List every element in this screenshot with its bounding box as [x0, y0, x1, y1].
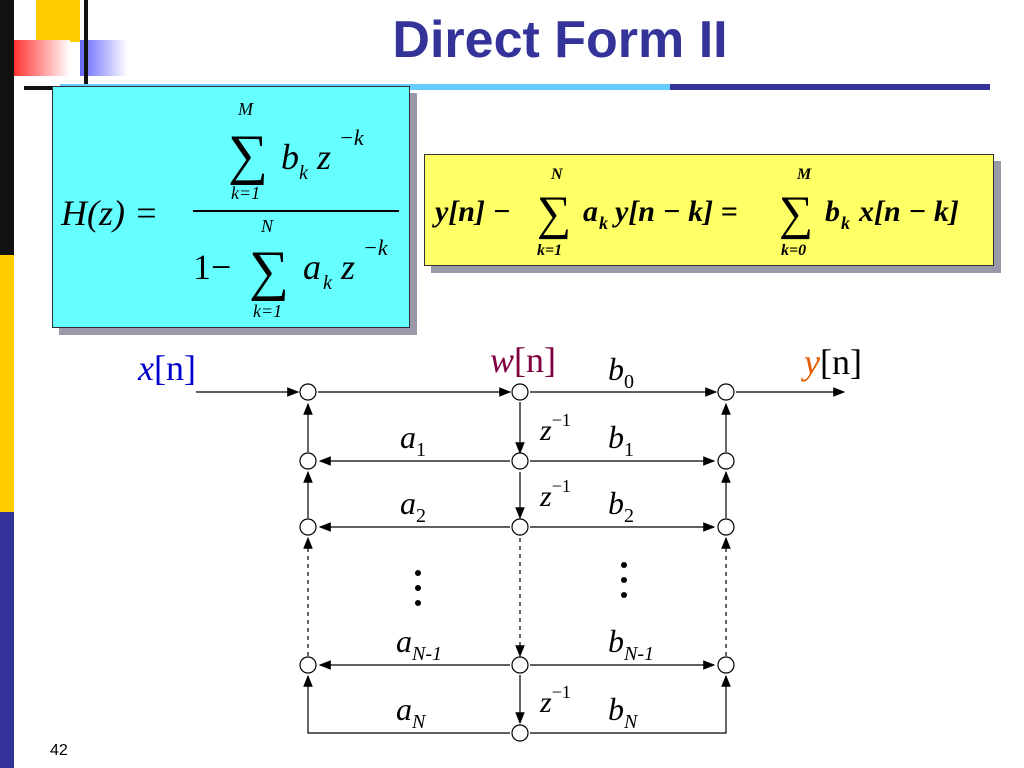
- delay-label-1: z−1: [539, 410, 571, 447]
- difference-equation-formula: y[n] − N ∑ k=1 a k y[n − k] = M ∑ k=0 b …: [432, 166, 959, 259]
- coef-a2: a2: [400, 485, 426, 527]
- node-mid-N: [511, 724, 529, 742]
- de-sum2-upper: M: [796, 166, 812, 183]
- tf-den-exp: −k: [363, 235, 389, 260]
- node-left-1: [299, 452, 317, 470]
- de-part3: x[n − k]: [858, 195, 959, 228]
- de-sum1-upper: N: [550, 166, 564, 183]
- tf-num-sigma: ∑: [228, 124, 268, 186]
- side-bar-blue: [0, 512, 14, 768]
- tf-den-lower: k=1: [253, 301, 282, 321]
- de-sum2-sigma: ∑: [779, 187, 813, 240]
- tf-num-exp: −k: [339, 125, 365, 150]
- title-rule-dark: [670, 84, 990, 90]
- tf-num-term: b: [281, 137, 299, 177]
- de-term1-sub: k: [599, 213, 608, 233]
- tf-den-prefix: 1−: [193, 247, 231, 287]
- node-mid-2: [511, 518, 529, 536]
- de-sum2-lower: k=0: [781, 242, 806, 259]
- coef-aN1: aN-1: [396, 623, 442, 665]
- tf-num-sub: k: [299, 162, 309, 184]
- node-right-0: [717, 383, 735, 401]
- ellipsis-dot: [621, 592, 627, 598]
- tf-den-sub: k: [323, 272, 333, 294]
- label-mid-var: w: [490, 340, 514, 380]
- node-right-2: [717, 518, 735, 536]
- slide-title: Direct Form II: [392, 11, 728, 69]
- coef-aN: aN: [396, 691, 427, 733]
- node-left-2: [299, 518, 317, 536]
- tf-den-sigma: ∑: [249, 240, 289, 302]
- node-mid-1: [511, 452, 529, 470]
- ellipsis-dot: [415, 585, 421, 591]
- coef-b0: b0: [608, 351, 634, 393]
- de-sum1-sigma: ∑: [537, 187, 571, 240]
- ellipsis-dot: [415, 570, 421, 576]
- side-bar-black: [0, 0, 14, 255]
- de-part1: y[n] −: [432, 195, 511, 228]
- tf-den-z: z: [340, 247, 355, 287]
- de-sum1-lower: k=1: [537, 242, 562, 259]
- label-mid-idx: [n]: [514, 340, 556, 380]
- ellipsis-dot: [621, 577, 627, 583]
- coef-a1: a1: [400, 419, 426, 461]
- branch-aN: [303, 674, 510, 734]
- node-left-N1: [299, 656, 317, 674]
- label-input-idx: [n]: [154, 348, 196, 388]
- label-output-idx: [n]: [820, 342, 862, 382]
- de-term2: b: [825, 195, 840, 228]
- node-right-1: [717, 452, 735, 470]
- de-part2: y[n − k] =: [612, 195, 738, 228]
- tf-num-lower: k=1: [231, 183, 260, 203]
- tf-den-term: a: [303, 247, 321, 287]
- coef-bN: bN: [608, 691, 639, 733]
- tf-den-upper: N: [260, 216, 274, 236]
- page-number: 42: [50, 742, 68, 759]
- label-input: x[n]: [137, 348, 196, 388]
- transfer-function-box: H(z) = M ∑ b k z −k k=1 N 1− ∑ a k z −k …: [52, 86, 410, 328]
- corner-square-blue: [80, 40, 128, 76]
- coef-b2: b2: [608, 485, 634, 527]
- transfer-function-formula: H(z) = M ∑ b k z −k k=1 N 1− ∑ a k z −k …: [60, 99, 399, 321]
- corner-line-horizontal: [24, 86, 74, 90]
- label-input-var: x: [137, 348, 154, 388]
- tf-num-z: z: [316, 137, 331, 177]
- delay-label-2: z−1: [539, 476, 571, 513]
- coef-b1: b1: [608, 419, 634, 461]
- ellipsis-dot: [415, 600, 421, 606]
- de-term1: a: [583, 195, 598, 228]
- label-output-var: y: [801, 342, 820, 382]
- corner-line-vertical: [84, 0, 88, 92]
- corner-square-red: [14, 40, 70, 76]
- node-left-0: [299, 383, 317, 401]
- side-bar-yellow: [0, 255, 14, 512]
- ellipsis-dot: [621, 562, 627, 568]
- delay-label-N: z−1: [539, 682, 571, 719]
- node-mid-N1: [511, 656, 529, 674]
- tf-num-upper: M: [237, 99, 254, 119]
- tf-lhs: H(z) =: [60, 193, 158, 233]
- de-term2-sub: k: [841, 213, 850, 233]
- node-mid-0: [511, 383, 529, 401]
- label-output: y[n]: [801, 342, 862, 382]
- branch-bN: [530, 674, 731, 734]
- difference-equation-box: y[n] − N ∑ k=1 a k y[n − k] = M ∑ k=0 b …: [424, 154, 994, 266]
- corner-square-yellow: [36, 0, 80, 42]
- label-mid: w[n]: [490, 340, 556, 380]
- node-right-N1: [717, 656, 735, 674]
- signal-flow-diagram: x[n] w[n] y[n] b0 a1 b1 a2 b2 aN-1 bN-1 …: [137, 340, 862, 742]
- coef-bN1: bN-1: [608, 623, 654, 665]
